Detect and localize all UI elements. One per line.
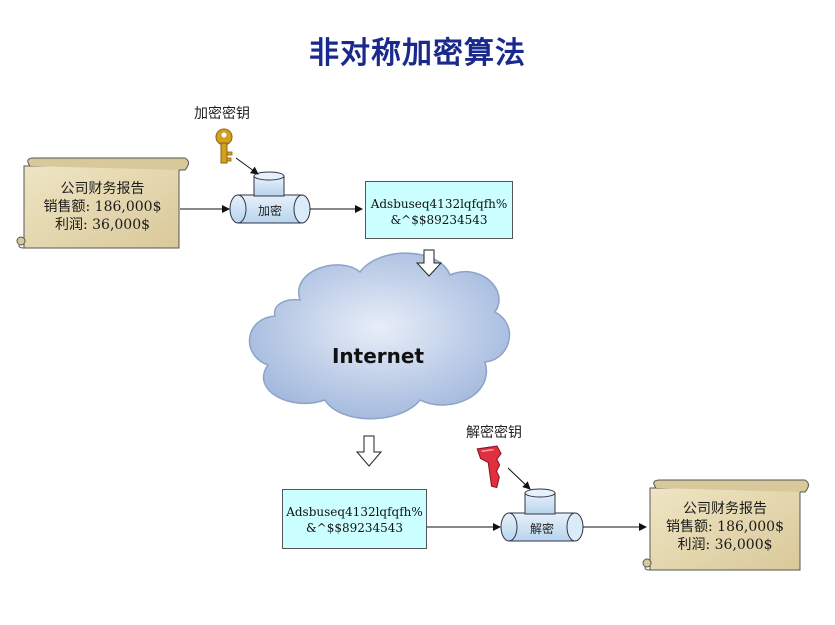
encryption-key-label: 加密密钥 bbox=[194, 106, 250, 122]
key-to-decrypt-arrow bbox=[507, 467, 531, 490]
ciphertext-line2: &^$$89234543 bbox=[390, 213, 488, 227]
sales-line: 销售额: 186,000$ bbox=[43, 199, 162, 215]
ciphertext-box-top: Adsbuseq4132lqfqfh% &^$$89234543 bbox=[365, 181, 513, 239]
profit-line: 利润: 36,000$ bbox=[54, 217, 151, 233]
internet-cloud bbox=[248, 252, 511, 420]
ciphertext-line1: Adsbuseq4132lqfqfh% bbox=[370, 197, 508, 211]
decryption-key-label: 解密密钥 bbox=[466, 425, 522, 441]
profit-line: 利润: 36,000$ bbox=[677, 537, 773, 553]
report-title: 公司财务报告 bbox=[683, 501, 767, 517]
sales-line: 销售额: 186,000$ bbox=[666, 519, 784, 535]
plaintext-right-text: 公司财务报告 销售额: 186,000$ 利润: 36,000$ bbox=[655, 500, 795, 554]
report-title: 公司财务报告 bbox=[60, 181, 145, 197]
encrypt-process-label: 加密 bbox=[257, 204, 282, 218]
plaintext-scroll-left bbox=[16, 157, 189, 249]
down-arrow-to-internet bbox=[415, 249, 443, 277]
decrypt-process-label: 解密 bbox=[529, 522, 554, 536]
key-to-encrypt-arrow bbox=[235, 157, 259, 175]
plaintext-left-text: 公司财务报告 销售额: 186,000$ 利润: 36,000$ bbox=[30, 180, 175, 234]
ciphertext-box-bottom: Adsbuseq4132lqfqfh% &^$$89234543 bbox=[282, 489, 427, 549]
ciphertext-line2: &^$$89234543 bbox=[305, 521, 404, 535]
page-title: 非对称加密算法 bbox=[309, 36, 526, 71]
decryption-key-icon bbox=[476, 445, 502, 489]
decrypt-process-shape bbox=[500, 488, 584, 542]
encrypt-process-shape bbox=[229, 171, 311, 224]
down-arrow-from-internet bbox=[355, 435, 383, 467]
encryption-key-icon bbox=[215, 128, 233, 164]
internet-label: Internet bbox=[331, 344, 425, 368]
plaintext-scroll-right bbox=[642, 479, 809, 571]
ciphertext-line1: Adsbuseq4132lqfqfh% bbox=[286, 505, 423, 519]
